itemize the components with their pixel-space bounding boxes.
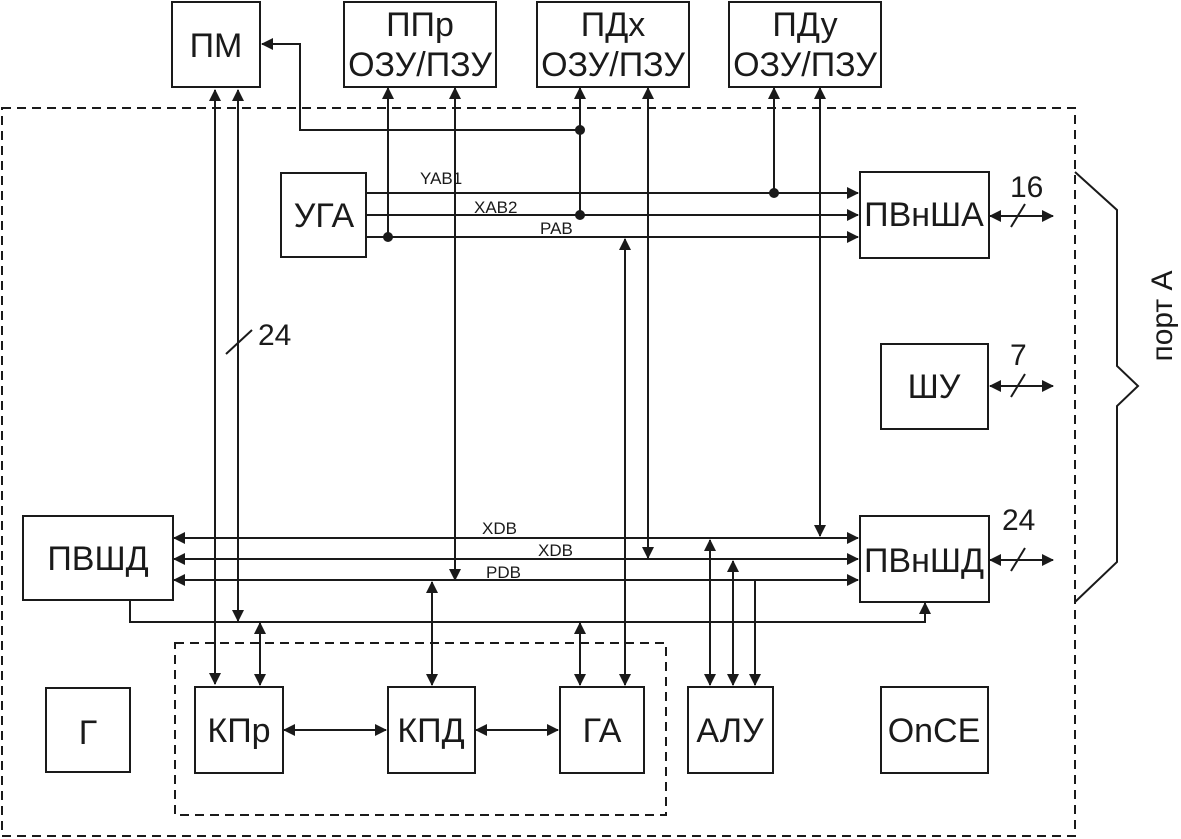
block-once: OnCE: [880, 686, 989, 774]
block-uga-label: УГА: [294, 197, 355, 235]
block-kpd-label: КПД: [397, 712, 464, 750]
control-line: [129, 601, 931, 623]
block-pdx-label: ПДх: [581, 6, 645, 44]
block-kpr: КПр: [194, 686, 284, 774]
connections: [129, 38, 1140, 736]
block-pvnsha-label: ПВнША: [864, 196, 984, 234]
block-kpd: КПД: [387, 686, 476, 774]
bus-label-xdb2: XDB: [538, 541, 573, 560]
block-pvnshd-label: ПВнШД: [864, 542, 984, 580]
block-kpr-label: КПр: [207, 712, 270, 750]
bus-label-xab2: XAB2: [474, 198, 517, 217]
block-pm: ПМ: [171, 1, 261, 88]
block-pdx-sublabel: ОЗУ/ПЗУ: [541, 46, 685, 84]
block-alu: АЛУ: [687, 686, 774, 774]
port-a-label: порт А: [1146, 270, 1179, 361]
bus-label-pab: PAB: [540, 219, 573, 238]
width-label-ctrl-port: 7: [1010, 339, 1027, 372]
width-label-data-port: 24: [1002, 504, 1035, 537]
block-pvnsha: ПВнША: [859, 171, 990, 259]
width-label-addr-port: 16: [1010, 171, 1043, 204]
block-ppr-ram-rom: ППр ОЗУ/ПЗУ: [343, 1, 497, 88]
bus-label-pdb: PDB: [486, 563, 521, 582]
block-pdx-ram-rom: ПДх ОЗУ/ПЗУ: [536, 1, 690, 88]
width-slash-24-port: [1010, 547, 1026, 572]
block-pvnshd: ПВнШД: [859, 515, 990, 603]
port-brace: [1074, 171, 1140, 603]
bus-label-xdb1: XDB: [482, 519, 517, 538]
block-ppr-label: ППр: [386, 6, 454, 44]
block-pm-label: ПМ: [190, 27, 243, 65]
block-shu-label: ШУ: [908, 368, 961, 406]
block-uga: УГА: [280, 172, 367, 258]
bus-label-yab1: YAB1: [420, 169, 462, 188]
pm-address-line: [261, 38, 580, 131]
program-control-group: [174, 642, 667, 816]
block-pdy-label: ПДу: [772, 6, 837, 44]
block-alu-label: АЛУ: [696, 712, 764, 750]
width-slash-7: [1010, 373, 1026, 398]
block-ga: ГА: [559, 686, 645, 774]
block-pdy-sublabel: ОЗУ/ПЗУ: [733, 46, 877, 84]
block-shu: ШУ: [880, 343, 989, 430]
width-label-main: 24: [258, 319, 291, 352]
block-pvshd: ПВШД: [22, 515, 174, 601]
block-pdy-ram-rom: ПДу ОЗУ/ПЗУ: [728, 1, 882, 88]
block-g: Г: [45, 687, 131, 773]
block-pvshd-label: ПВШД: [47, 540, 148, 578]
block-g-label: Г: [79, 714, 97, 752]
block-ppr-sublabel: ОЗУ/ПЗУ: [348, 46, 492, 84]
width-slash-24: [225, 329, 253, 355]
width-slash-16: [1010, 203, 1026, 228]
block-once-label: OnCE: [888, 712, 981, 750]
block-ga-label: ГА: [583, 712, 622, 750]
